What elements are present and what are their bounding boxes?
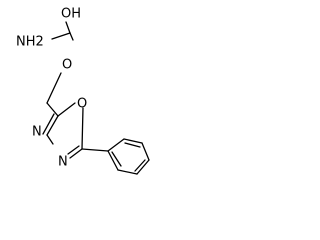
bond-ph-3 <box>141 142 150 161</box>
atom-label-ring-oxygen: O <box>77 97 87 112</box>
bond-ch2-c2 <box>46 102 59 117</box>
bond-ph-4-double <box>134 159 146 172</box>
bond-c2-oring <box>57 102 76 117</box>
atom-label-oh: OH <box>61 7 81 22</box>
atom-label-ester-oxygen: O <box>62 58 72 73</box>
bond-n3-c2-double <box>42 113 55 135</box>
bond-ph-6-double <box>111 151 122 167</box>
bond-c-oh <box>65 21 71 34</box>
bond-c-nh2 <box>51 32 71 40</box>
structure-diagram: OH NH2 O O N N <box>16 7 150 175</box>
atom-label-ring-nitrogen-lower: N <box>58 155 68 170</box>
atom-label-ring-nitrogen-upper: N <box>32 125 42 140</box>
bond-c5-n4 <box>69 148 83 159</box>
bond-ph-2 <box>123 138 143 144</box>
bond-ph-6 <box>107 150 119 171</box>
bond-c-oester <box>69 32 74 41</box>
bond-ph-4 <box>136 159 150 175</box>
bond-ph-1 <box>107 138 125 152</box>
bond-oring-c5 <box>81 107 84 150</box>
bond-c5-n4-double <box>67 145 80 155</box>
bond-n3-c2 <box>46 115 59 136</box>
bond-ph-5 <box>117 169 138 175</box>
bond-oester-ch2 <box>46 72 62 104</box>
bond-c5-phenyl <box>81 148 109 152</box>
atom-label-nh2: NH2 <box>16 35 44 50</box>
bond-n4-n3 <box>46 134 54 145</box>
bond-ph-2-double <box>124 142 141 148</box>
